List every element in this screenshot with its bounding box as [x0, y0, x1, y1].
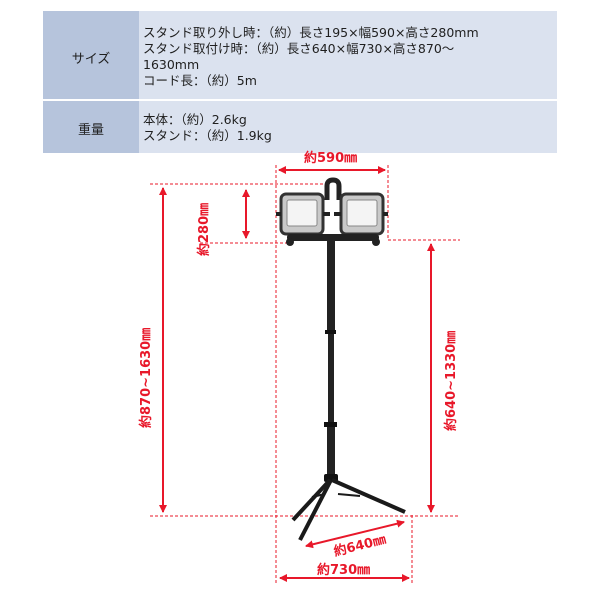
size-line-detached: スタンド取り外し時：（約）長さ195×幅590×高さ280mm — [143, 25, 479, 40]
label-head-height: 約280㎜ — [196, 203, 212, 256]
pole-lower — [327, 427, 335, 477]
arrow-base-depth — [305, 519, 405, 549]
size-value: スタンド取り外し時：（約）長さ195×幅590×高さ280mm スタンド取付け時… — [139, 11, 557, 103]
pole-upper — [327, 240, 335, 330]
label-base-width: 約730㎜ — [317, 562, 370, 578]
spec-row-weight: 重量 本体：（約）2.6kg スタンド：（約）1.9kg — [43, 103, 557, 153]
weight-label: 重量 — [43, 103, 139, 153]
weight-line-stand: スタンド：（約）1.9kg — [143, 128, 272, 143]
tripod-leg-right — [331, 478, 406, 514]
tripod-leg-left — [291, 478, 332, 522]
pole-middle — [328, 334, 334, 424]
pole-clamp-1 — [325, 330, 336, 334]
right-knob — [372, 238, 380, 246]
table-row-separator — [43, 99, 557, 101]
weight-line-body: 本体：（約）2.6kg — [143, 112, 247, 127]
weight-value: 本体：（約）2.6kg スタンド：（約）1.9kg — [139, 103, 557, 153]
label-width-top: 約590㎜ — [304, 150, 357, 166]
size-label: サイズ — [43, 11, 139, 103]
spec-table: サイズ スタンド取り外し時：（約）長さ195×幅590×高さ280mm スタンド… — [43, 11, 557, 153]
work-light-illustration — [276, 177, 406, 541]
crossbar — [287, 234, 379, 241]
guide-lines — [150, 165, 460, 585]
spec-row-size: サイズ スタンド取り外し時：（約）長さ195×幅590×高さ280mm スタンド… — [43, 11, 557, 103]
label-base-depth: 約640㎜ — [332, 532, 387, 560]
pole-clamp-2 — [324, 422, 337, 427]
carry-handle — [324, 177, 342, 200]
size-line-attached-cont: 1630mm — [143, 57, 200, 72]
right-lamp-panel — [346, 199, 378, 227]
label-total-height: 約870~1630㎜ — [138, 328, 154, 428]
left-lamp-panel — [286, 199, 318, 227]
leg-brace-2 — [337, 493, 361, 497]
left-knob — [286, 238, 294, 246]
dimension-arrows — [159, 166, 435, 582]
leg-brace-1 — [311, 493, 326, 498]
size-line-cord: コード長：（約）5m — [143, 73, 257, 88]
size-line-attached: スタンド取付け時：（約）長さ640×幅730×高さ870〜 — [143, 41, 455, 56]
label-pole-height: 約640~1330㎜ — [443, 331, 459, 431]
